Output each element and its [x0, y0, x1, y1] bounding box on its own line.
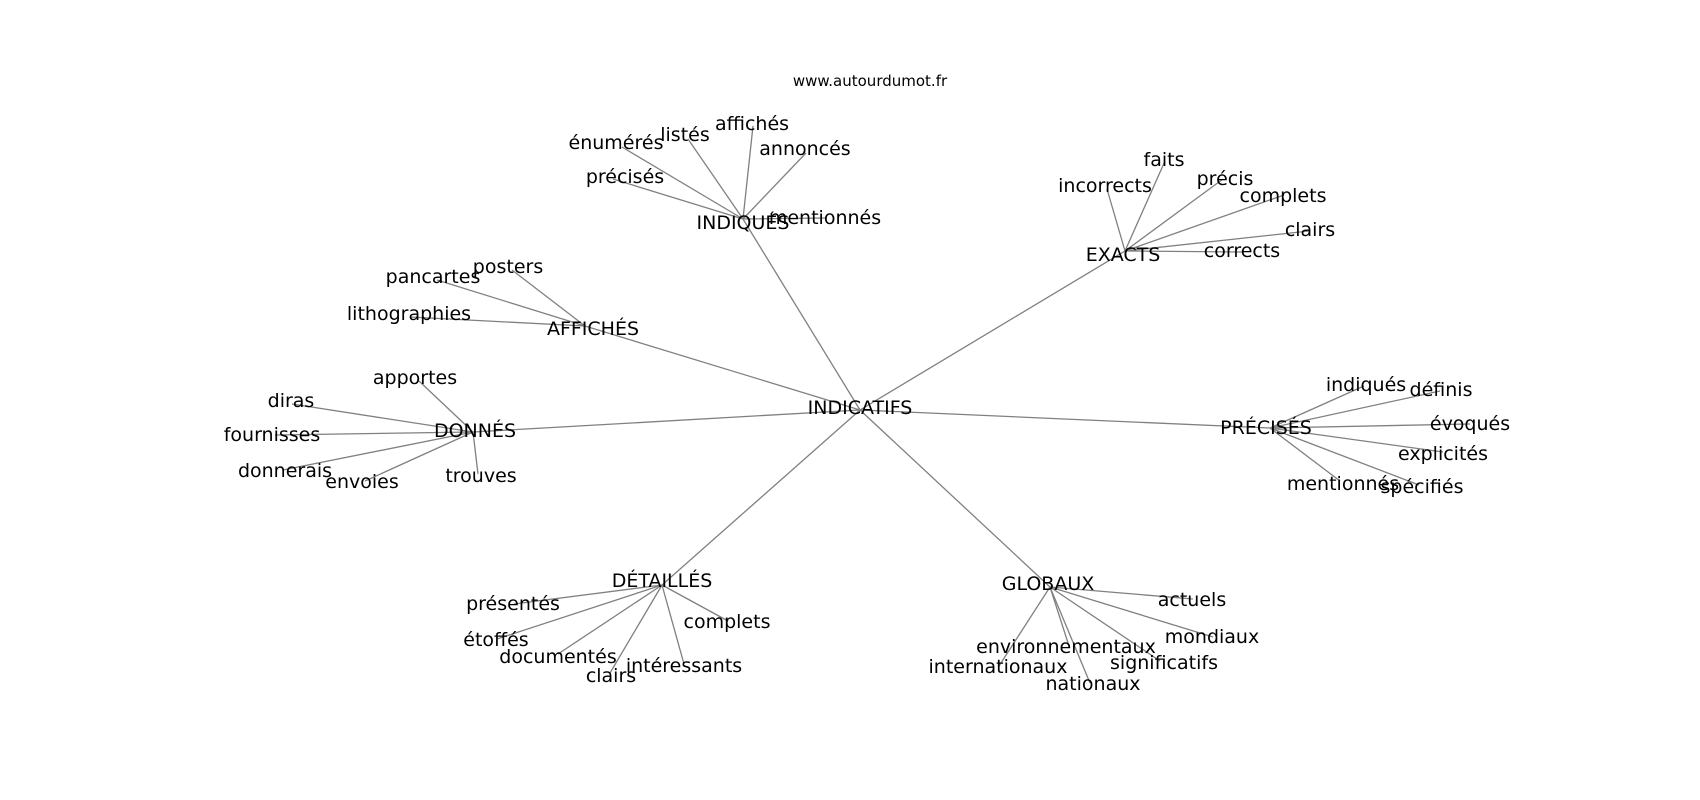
cluster-node-exacts[interactable]: EXACTS	[1086, 244, 1161, 266]
word-node-globaux-3[interactable]: nationaux	[1045, 673, 1140, 695]
edge-precises-word-5	[1269, 427, 1420, 486]
edge-affiches-word-0	[511, 269, 586, 327]
word-node-donnes-3[interactable]: donnerais	[238, 460, 332, 482]
edge-indiques-word-2	[687, 138, 744, 220]
edge-exacts-word-5	[1124, 250, 1243, 253]
word-node-precises-2[interactable]: évoqués	[1430, 413, 1510, 435]
edge-precises-word-2	[1269, 423, 1471, 429]
edge-center-precises	[859, 409, 1271, 429]
edge-donnes-word-3	[282, 431, 474, 471]
word-node-affiches-1[interactable]: pancartes	[386, 266, 481, 288]
word-node-globaux-4[interactable]: internationaux	[929, 656, 1068, 678]
word-node-detailles-0[interactable]: présentés	[466, 593, 560, 615]
edge-globaux-word-3	[1049, 586, 1091, 684]
word-node-detailles-4[interactable]: intéressants	[626, 655, 742, 677]
edge-exacts-word-3	[1124, 194, 1285, 252]
edge-indiques-word-1	[621, 146, 744, 220]
word-node-exacts-1[interactable]: faits	[1144, 149, 1185, 171]
edge-center-affiches	[584, 325, 861, 411]
edge-detailles-word-0	[513, 584, 663, 605]
cluster-node-detailles[interactable]: DÉTAILLÉS	[612, 569, 713, 592]
word-node-donnes-0[interactable]: apportes	[373, 367, 457, 389]
word-node-precises-1[interactable]: définis	[1410, 379, 1473, 401]
cluster-node-globaux[interactable]: GLOBAUX	[1002, 573, 1095, 595]
word-node-donnes-5[interactable]: trouves	[445, 465, 516, 487]
edge-precises-word-0	[1269, 385, 1365, 429]
edge-precises-word-1	[1269, 390, 1441, 429]
edge-precises-word-3	[1269, 427, 1444, 453]
word-node-detailles-1[interactable]: étoffés	[463, 629, 528, 651]
word-node-donnes-1[interactable]: diras	[268, 390, 315, 412]
edge-detailles-word-5	[661, 584, 729, 622]
edge-exacts-word-2	[1124, 178, 1224, 252]
word-node-indiques-0[interactable]: précisés	[586, 166, 664, 188]
word-node-globaux-2[interactable]: significatifs	[1110, 652, 1218, 674]
word-node-detailles-3[interactable]: clairs	[586, 665, 636, 687]
edge-globaux-word-1	[1049, 586, 1214, 638]
edge-exacts-word-4	[1124, 230, 1310, 252]
cluster-node-affiches[interactable]: AFFICHÉS	[547, 317, 639, 340]
cluster-node-indiques[interactable]: INDIQUÉS	[697, 211, 790, 234]
edge-detailles-word-1	[496, 584, 663, 640]
center-node[interactable]: INDICATIFS	[808, 397, 913, 419]
edge-center-globaux	[859, 409, 1051, 588]
labels-layer: INDICATIFS INDIQUÉS précisés énuméréslistés…	[224, 113, 1510, 695]
word-node-donnes-4[interactable]: envoies	[325, 471, 398, 493]
edge-donnes-word-0	[418, 380, 474, 433]
edge-exacts-word-0	[1106, 188, 1126, 252]
edge-indiques-word-0	[612, 178, 744, 220]
edge-detailles-word-3	[609, 584, 663, 674]
word-node-exacts-4[interactable]: clairs	[1285, 219, 1335, 241]
edge-precises-word-4	[1269, 427, 1341, 482]
word-node-affiches-0[interactable]: posters	[473, 256, 543, 278]
word-node-precises-5[interactable]: spécifiés	[1381, 476, 1464, 498]
edges-layer	[274, 125, 1471, 684]
edge-donnes-word-2	[274, 431, 474, 436]
word-node-indiques-4[interactable]: annoncés	[759, 138, 850, 160]
word-node-affiches-2[interactable]: lithographies	[347, 303, 471, 325]
edge-globaux-word-4	[998, 586, 1051, 667]
edge-center-indiques	[742, 218, 861, 411]
cluster-node-precises[interactable]: PRÉCISÉS	[1220, 416, 1312, 439]
word-node-donnes-2[interactable]: fournisses	[224, 424, 321, 446]
edge-indiques-word-3	[742, 125, 754, 220]
word-node-precises-4[interactable]: mentionnés	[1287, 473, 1399, 495]
word-node-exacts-0[interactable]: incorrects	[1058, 175, 1152, 197]
source-url[interactable]: www.autourdumot.fr	[792, 72, 948, 90]
word-node-globaux-5[interactable]: environnementaux	[976, 636, 1156, 658]
edge-detailles-word-2	[557, 584, 663, 655]
word-node-indiques-1[interactable]: énumérés	[569, 132, 664, 154]
edge-exacts-word-1	[1124, 160, 1166, 252]
word-node-precises-0[interactable]: indiqués	[1326, 374, 1406, 396]
word-node-indiques-2[interactable]: listés	[660, 124, 710, 146]
word-node-precises-3[interactable]: explicités	[1398, 443, 1488, 465]
edge-center-donnes	[472, 409, 861, 433]
edge-detailles-word-4	[661, 584, 685, 665]
word-node-detailles-2[interactable]: documentés	[499, 646, 616, 668]
edge-indiques-word-4	[742, 152, 807, 220]
edge-affiches-word-1	[436, 279, 586, 327]
edge-indiques-word-5	[742, 217, 827, 220]
edge-center-detailles	[661, 409, 861, 586]
edge-donnes-word-5	[472, 431, 479, 475]
edge-globaux-word-5	[1049, 586, 1070, 647]
word-node-globaux-0[interactable]: actuels	[1158, 589, 1226, 611]
word-node-exacts-2[interactable]: précis	[1197, 168, 1254, 190]
edge-donnes-word-4	[364, 431, 474, 482]
edge-globaux-word-0	[1049, 586, 1194, 600]
cluster-node-donnes[interactable]: DONNÉS	[434, 419, 516, 442]
word-node-exacts-5[interactable]: corrects	[1204, 240, 1280, 262]
word-node-globaux-1[interactable]: mondiaux	[1165, 626, 1259, 648]
edge-center-exacts	[859, 250, 1126, 411]
edge-affiches-word-2	[409, 316, 586, 327]
edge-donnes-word-1	[291, 403, 474, 433]
word-node-indiques-5[interactable]: mentionnés	[769, 207, 881, 229]
edge-globaux-word-2	[1049, 586, 1161, 662]
word-node-exacts-3[interactable]: complets	[1240, 185, 1327, 207]
word-node-detailles-5[interactable]: complets	[684, 611, 771, 633]
word-node-indiques-3[interactable]: affichés	[715, 113, 789, 135]
